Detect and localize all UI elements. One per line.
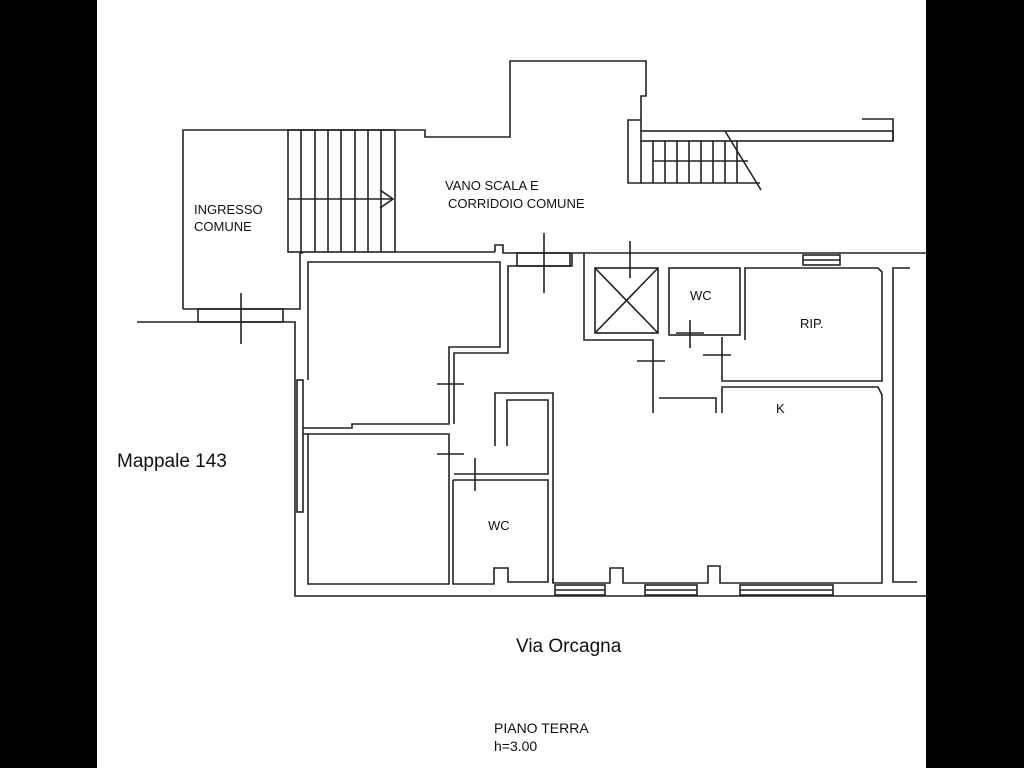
- label-street: Via Orcagna: [516, 636, 622, 657]
- room-top-left: [303, 261, 501, 429]
- elevator: [594, 267, 659, 334]
- label-mappale: Mappale 143: [117, 451, 227, 472]
- label-rip: RIP.: [800, 316, 824, 331]
- common-area-outline: [182, 60, 647, 309]
- upper-stairs: [640, 118, 894, 191]
- small-corridor: [659, 397, 717, 413]
- wc-bottom-room: [452, 479, 549, 585]
- label-height: h=3.00: [494, 738, 537, 754]
- label-floor: PIANO TERRA: [494, 720, 589, 736]
- right-room-wall: [892, 267, 917, 583]
- left-window: [296, 379, 304, 513]
- label-ingresso-2: COMUNE: [194, 219, 252, 234]
- building-outer-wall: [137, 321, 926, 597]
- label-kitchen: K: [776, 401, 785, 416]
- building-north-wall: [494, 244, 926, 254]
- door-markers: [437, 233, 731, 491]
- drawing-sheet: [97, 0, 926, 768]
- elevator-shaft-wall: [583, 253, 654, 413]
- label-wc-top: WC: [690, 288, 712, 303]
- entrance-stairs: [287, 129, 396, 253]
- upper-stair-wall: [627, 119, 641, 184]
- closet: [494, 392, 554, 583]
- windows: [554, 254, 841, 596]
- wc-top-room: [668, 267, 741, 336]
- room-bottom-left: [303, 433, 450, 585]
- label-vano-2: CORRIDOIO COMUNE: [448, 196, 585, 211]
- closet-inner: [454, 399, 549, 475]
- label-wc-bottom: WC: [488, 518, 510, 533]
- storage-room: [721, 267, 883, 382]
- label-ingresso-1: INGRESSO: [194, 202, 263, 217]
- kitchen-living-room: [552, 386, 883, 584]
- entrance-bottom-wall: [183, 252, 303, 310]
- hall-wall: [453, 253, 573, 424]
- label-vano-1: VANO SCALA E: [445, 178, 539, 193]
